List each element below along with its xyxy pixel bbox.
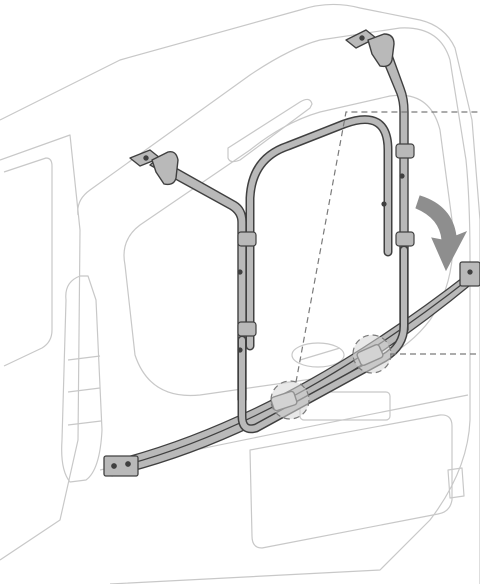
lower-cross-bar — [103, 261, 480, 477]
tail-light — [61, 275, 103, 483]
van-side-window — [3, 157, 53, 367]
right-hook-body — [367, 33, 395, 68]
joint-clamp — [237, 231, 257, 247]
wiper — [299, 347, 341, 361]
joint-pin — [237, 269, 243, 275]
left-top-hook — [129, 149, 179, 186]
callout-leader-left — [295, 111, 480, 383]
detail-callouts — [270, 111, 480, 420]
rotation-arrow-icon — [415, 195, 468, 272]
tail-light-segment — [67, 420, 102, 426]
detail-callout-circle-icon — [270, 380, 310, 420]
left-bracket-screw — [125, 461, 131, 467]
tail-light-segment — [67, 355, 101, 361]
license-plate-recess — [249, 414, 453, 549]
carrier-frame — [129, 29, 415, 434]
van-side-outline — [0, 3, 480, 584]
joint-clamp — [237, 321, 257, 337]
brake-light — [227, 98, 313, 163]
joint-pin — [381, 201, 387, 207]
joint-clamp — [395, 231, 415, 247]
left-end-bracket — [103, 455, 139, 477]
bumper-corner — [447, 467, 465, 499]
rear-logo — [291, 342, 345, 368]
rotation-arrow-body — [415, 195, 468, 272]
frame-joints — [237, 143, 415, 353]
rear-door-outline — [77, 27, 471, 584]
right-hook-bolt — [359, 35, 365, 41]
inner-loop-fill — [247, 116, 391, 349]
right-bracket-screw — [467, 269, 473, 275]
joint-clamp — [395, 143, 415, 159]
cross-bar-inner-line — [113, 277, 471, 469]
joint-pin — [237, 347, 243, 353]
tail-light-segment — [67, 387, 101, 393]
left-hook-bolt — [143, 155, 149, 161]
left-bracket-screw — [111, 463, 117, 469]
left-hook-body — [151, 150, 179, 186]
van-side-panel — [0, 134, 81, 561]
lower-loop-fill — [239, 247, 407, 432]
detail-callout-circle-icon — [352, 334, 392, 374]
cross-bar-body — [107, 271, 475, 477]
left-upper-arm — [149, 157, 247, 401]
joint-pin — [399, 173, 405, 179]
right-top-hook — [345, 29, 395, 68]
